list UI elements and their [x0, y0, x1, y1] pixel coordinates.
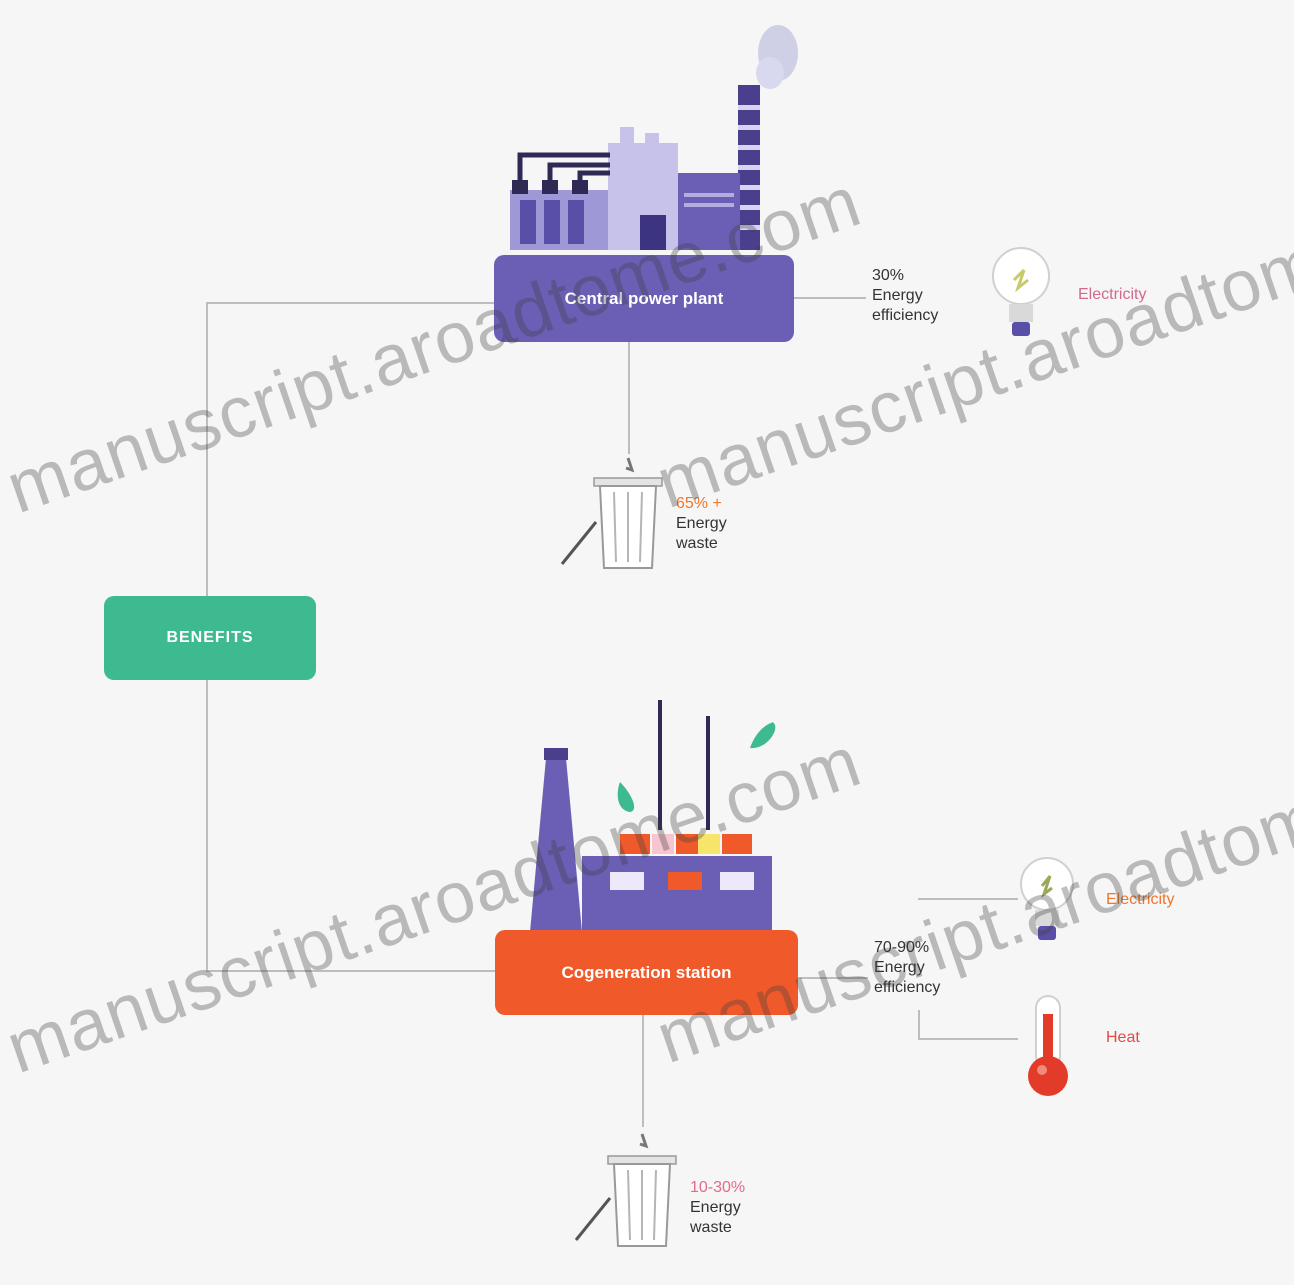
lightbulb-icon	[992, 247, 1050, 336]
benefits-label: BENEFITS	[166, 629, 254, 646]
connector-cogen-to-waste	[642, 1015, 644, 1127]
plant-efficiency-label: Energy efficiency	[872, 287, 939, 324]
connector-bottom-horizontal	[206, 970, 496, 972]
connector-plant-to-waste	[628, 342, 630, 454]
connector-efficiency-to-electricity	[918, 898, 1018, 900]
cogen-efficiency-text: 70-90% Energy efficiency	[874, 938, 974, 998]
central-power-plant-box: Central power plant	[494, 255, 794, 342]
connector-top-horizontal	[206, 302, 496, 304]
cogeneration-illustration	[530, 700, 776, 932]
thermometer-icon	[1028, 995, 1068, 1096]
cogen-output-heat: Heat	[1106, 1029, 1140, 1046]
cogeneration-station-label: Cogeneration station	[561, 962, 732, 982]
cogen-waste-pct: 10-30%	[690, 1179, 746, 1196]
waste-bin-icon	[560, 457, 663, 569]
cogen-efficiency-pct: 70-90%	[874, 939, 930, 956]
power-plant-illustration	[510, 25, 798, 250]
connector-cogen-to-efficiency	[798, 977, 868, 979]
connector-efficiency-to-heat-h	[918, 1038, 1018, 1040]
cogen-output-electricity: Electricity	[1106, 891, 1175, 908]
central-power-plant-label: Central power plant	[564, 288, 724, 308]
cogen-efficiency-label: Energy efficiency	[874, 959, 941, 996]
benefits-box: BENEFITS	[104, 596, 316, 680]
plant-waste-text: 65% + Energy waste	[676, 494, 766, 554]
connector-efficiency-to-heat-v	[918, 1010, 920, 1040]
plant-waste-label: Energy waste	[676, 515, 727, 552]
connector-plant-to-efficiency	[794, 297, 866, 299]
plant-output-electricity: Electricity	[1078, 286, 1147, 303]
waste-bin-icon	[574, 1133, 677, 1247]
lightbulb-icon	[1020, 857, 1074, 940]
plant-waste-pct: 65% +	[676, 495, 722, 512]
cogen-waste-label: Energy waste	[690, 1199, 741, 1236]
plant-efficiency-text: 30% Energy efficiency	[872, 266, 952, 326]
plant-efficiency-pct: 30%	[872, 267, 905, 284]
cogen-waste-text: 10-30% Energy waste	[690, 1178, 780, 1238]
cogeneration-station-box: Cogeneration station	[495, 930, 798, 1015]
